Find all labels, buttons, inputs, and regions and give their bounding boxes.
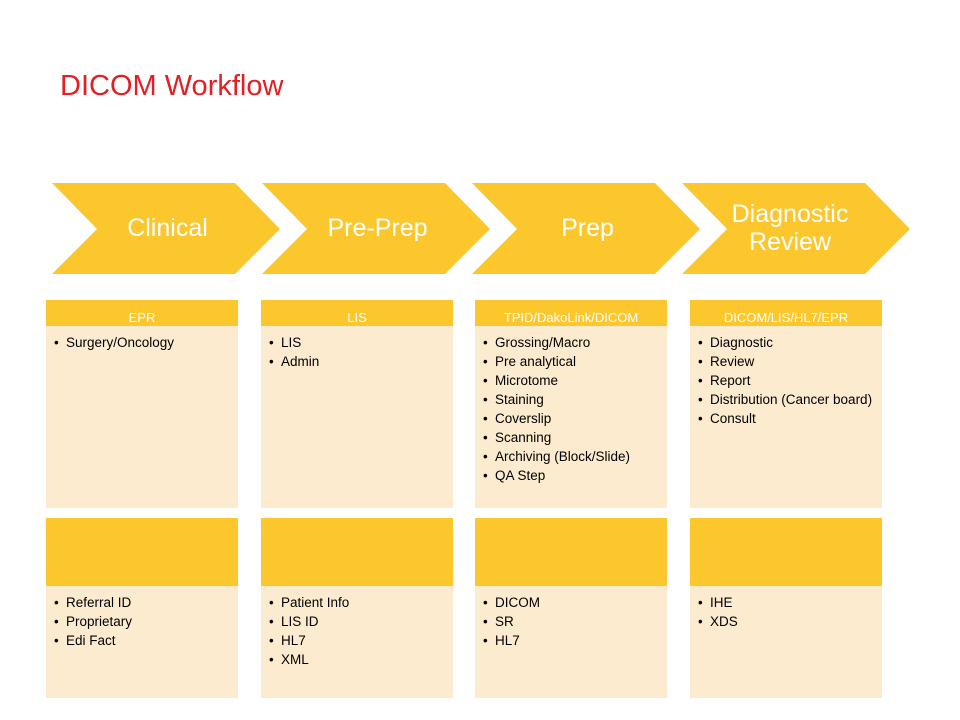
list-item: Diagnostic xyxy=(698,334,876,351)
step-list: LIS Admin xyxy=(261,326,453,370)
stage-box-diagnostic-review: DICOM/LIS/HL7/EPR Diagnostic Review Repo… xyxy=(690,300,882,508)
list-item: QA Step xyxy=(483,467,661,484)
step-list: Surgery/Oncology xyxy=(46,326,238,351)
list-item: Patient Info xyxy=(269,594,447,611)
standards-box-prep: DICOM SR HL7 xyxy=(475,518,667,698)
list-item: Admin xyxy=(269,353,447,370)
step-list: Diagnostic Review Report Distribution (C… xyxy=(690,326,882,427)
list-item: Edi Fact xyxy=(54,632,232,649)
list-item: Consult xyxy=(698,410,876,427)
list-item: LIS ID xyxy=(269,613,447,630)
stage-box-pre-prep: LIS LIS Admin xyxy=(261,300,453,508)
standards-header xyxy=(475,518,667,586)
list-item: LIS xyxy=(269,334,447,351)
standards-box-clinical: Referral ID Proprietary Edi Fact xyxy=(46,518,238,698)
list-item: Review xyxy=(698,353,876,370)
chevron-label-prep: Prep xyxy=(561,214,614,242)
standards-list: IHE XDS xyxy=(690,586,882,630)
system-header: TPID/DakoLink/DICOM xyxy=(475,300,667,326)
standards-header xyxy=(690,518,882,586)
step-list: Grossing/Macro Pre analytical Microtome … xyxy=(475,326,667,484)
list-item: IHE xyxy=(698,594,876,611)
list-item: Distribution (Cancer board) xyxy=(698,391,876,408)
standards-header xyxy=(261,518,453,586)
list-item: Microtome xyxy=(483,372,661,389)
standards-list: Referral ID Proprietary Edi Fact xyxy=(46,586,238,649)
list-item: DICOM xyxy=(483,594,661,611)
list-item: Archiving (Block/Slide) xyxy=(483,448,661,465)
list-item: Grossing/Macro xyxy=(483,334,661,351)
list-item: Proprietary xyxy=(54,613,232,630)
list-item: Report xyxy=(698,372,876,389)
list-item: Scanning xyxy=(483,429,661,446)
list-item: Coverslip xyxy=(483,410,661,427)
standards-box-pre-prep: Patient Info LIS ID HL7 XML xyxy=(261,518,453,698)
list-item: HL7 xyxy=(269,632,447,649)
list-item: Pre analytical xyxy=(483,353,661,370)
standards-list: DICOM SR HL7 xyxy=(475,586,667,649)
standards-header xyxy=(46,518,238,586)
list-item: HL7 xyxy=(483,632,661,649)
chevron-label-pre-prep: Pre-Prep xyxy=(327,214,428,242)
list-item: XML xyxy=(269,651,447,668)
list-item: Staining xyxy=(483,391,661,408)
standards-list: Patient Info LIS ID HL7 XML xyxy=(261,586,453,668)
chevron-label-diagnostic-review: Diagnostic Review xyxy=(731,200,849,256)
system-header: LIS xyxy=(261,300,453,326)
standards-box-diagnostic-review: IHE XDS xyxy=(690,518,882,698)
list-item: Referral ID xyxy=(54,594,232,611)
stage-box-clinical: EPR Surgery/Oncology xyxy=(46,300,238,508)
chevron-label-clinical: Clinical xyxy=(127,214,208,242)
list-item: Surgery/Oncology xyxy=(54,334,232,351)
stage-box-prep: TPID/DakoLink/DICOM Grossing/Macro Pre a… xyxy=(475,300,667,508)
page-title: DICOM Workflow xyxy=(60,70,284,102)
list-item: XDS xyxy=(698,613,876,630)
system-header: EPR xyxy=(46,300,238,326)
system-header: DICOM/LIS/HL7/EPR xyxy=(690,300,882,326)
list-item: SR xyxy=(483,613,661,630)
